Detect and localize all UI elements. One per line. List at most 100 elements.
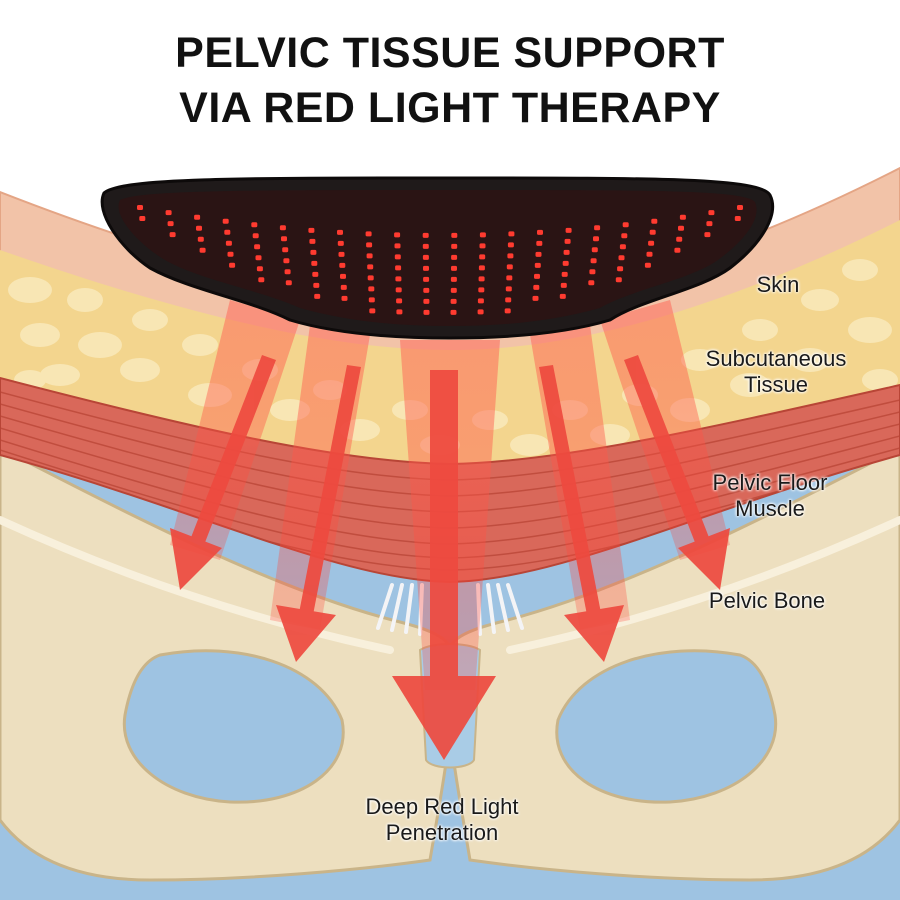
led-dot	[591, 247, 598, 253]
led-dot	[704, 232, 711, 238]
led-dot	[678, 225, 684, 231]
led-dot	[423, 287, 430, 293]
led-dot	[229, 262, 236, 268]
led-dot	[451, 254, 458, 260]
led-dot	[394, 254, 401, 260]
label-pelvic-bone-text: Pelvic Bone	[708, 588, 826, 613]
led-dot	[367, 264, 374, 270]
led-dot	[197, 236, 204, 242]
led-dot	[256, 266, 263, 272]
led-dot	[533, 284, 540, 290]
led-dot	[308, 227, 315, 233]
led-dot	[564, 238, 571, 244]
led-dot	[478, 287, 485, 293]
led-dot	[368, 286, 375, 292]
led-dot	[676, 236, 683, 242]
bone-crest-left	[0, 516, 394, 654]
led-dot	[479, 232, 486, 238]
page-title-line-1: PELVIC TISSUE SUPPORT	[175, 29, 725, 77]
led-dot	[282, 247, 289, 253]
label-subcutaneous-tissue: Subcutaneous Tissue	[678, 346, 874, 398]
led-dot	[706, 221, 713, 227]
led-dot	[506, 275, 513, 281]
led-dot	[199, 247, 206, 253]
led-dot	[535, 251, 542, 257]
led-dot	[651, 218, 658, 224]
bone-crest-right	[506, 516, 900, 654]
led-dot	[451, 265, 457, 271]
led-dot	[479, 254, 486, 260]
led-dot	[341, 295, 348, 301]
led-dot	[477, 309, 484, 315]
led-dot	[395, 276, 402, 282]
led-dot	[618, 255, 625, 261]
led-dot	[536, 240, 543, 246]
led-dot	[279, 225, 286, 231]
led-dot	[310, 249, 317, 255]
led-dot	[313, 282, 320, 288]
led-dot	[423, 265, 429, 271]
led-dot	[396, 309, 403, 315]
label-deep-red-light-penetration: Deep Red Light Penetration	[340, 794, 544, 846]
led-dot	[619, 244, 626, 250]
led-dot	[395, 265, 402, 271]
led-dot	[508, 231, 515, 237]
led-dot	[368, 297, 375, 303]
label-pelvic-floor-line-1: Pelvic Floor	[712, 470, 828, 495]
led-dot	[423, 298, 430, 304]
label-pelvic-bone: Pelvic Bone	[682, 588, 852, 614]
led-dot	[505, 297, 512, 303]
led-dot	[563, 249, 570, 255]
led-dot	[479, 243, 486, 249]
led-dot	[422, 254, 429, 260]
red-light-therapy-pad-icon	[100, 176, 775, 340]
led-dot	[450, 298, 457, 304]
led-dot	[674, 247, 681, 253]
led-dot	[537, 229, 543, 235]
led-array	[137, 205, 743, 315]
led-dot	[534, 273, 540, 279]
led-dot	[395, 287, 402, 293]
label-deep-line-1: Deep Red Light	[365, 794, 519, 819]
led-dot	[227, 251, 234, 257]
led-dot	[534, 262, 541, 268]
led-dot	[532, 295, 539, 301]
led-dot	[283, 258, 290, 264]
led-dot	[561, 271, 568, 277]
led-dot	[450, 276, 457, 282]
led-dot	[337, 229, 343, 235]
led-dot	[224, 229, 231, 235]
led-dot	[451, 232, 458, 238]
led-dot	[422, 232, 429, 238]
led-dot	[285, 280, 292, 286]
led-dot	[559, 293, 566, 299]
page-title-line-2: VIA RED LIGHT THERAPY	[179, 84, 721, 132]
led-dot	[137, 205, 143, 210]
led-dot	[423, 276, 430, 282]
led-dot	[622, 222, 629, 228]
led-dot	[339, 262, 346, 268]
led-dot	[560, 282, 567, 288]
led-dot	[394, 232, 401, 238]
led-dot	[309, 238, 316, 244]
led-dot	[169, 232, 176, 238]
led-dot	[646, 251, 653, 257]
led-dot	[258, 277, 265, 283]
obturator-foramen-right	[555, 649, 778, 804]
light-penetration-arrow-icon	[392, 370, 496, 760]
led-dot	[644, 262, 651, 268]
led-dot	[562, 260, 569, 266]
led-dot	[679, 214, 686, 220]
led-dot	[617, 266, 624, 272]
led-dot	[311, 260, 318, 266]
light-penetration-arrow-icon	[170, 355, 276, 590]
label-subcutaneous-line-1: Subcutaneous	[705, 346, 847, 371]
led-dot	[590, 258, 597, 264]
led-dot	[222, 218, 229, 224]
led-dot	[394, 243, 401, 249]
led-dot	[478, 276, 485, 282]
led-dot	[254, 244, 261, 250]
led-dot	[450, 309, 457, 315]
